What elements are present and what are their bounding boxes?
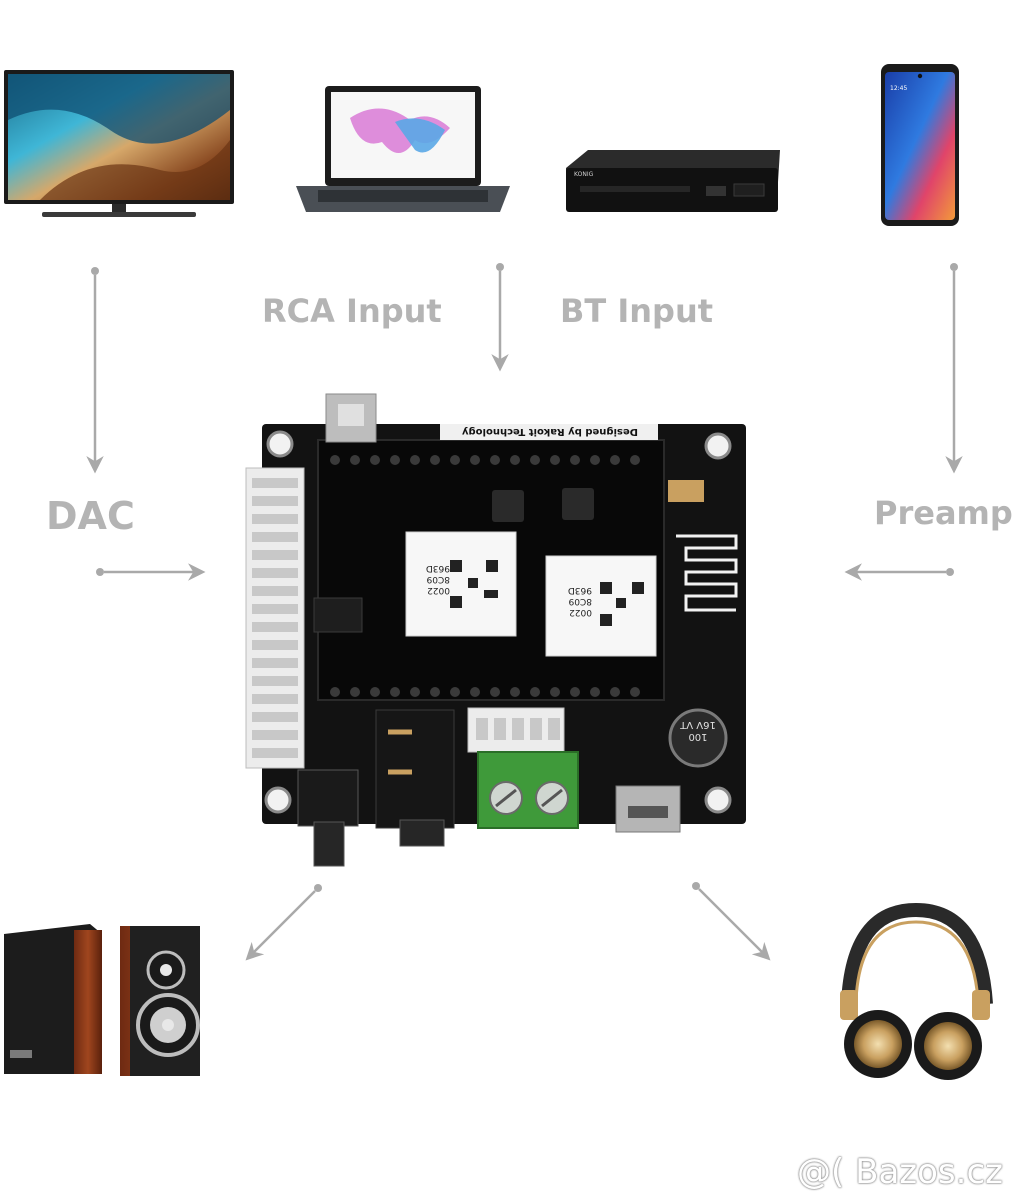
capacitor-text: 100 16V VT — [680, 719, 716, 742]
module-code-1: 0022 8C09 963D — [425, 563, 450, 595]
watermark: @( Bazos.cz — [797, 1152, 1003, 1192]
module-code-2: 0022 8C09 963D — [567, 585, 592, 617]
dvd-player-icon: KONIG — [566, 150, 780, 212]
svg-text:KONIG: KONIG — [574, 171, 594, 178]
board-header-text: Designed by Rakoit Technology — [462, 426, 638, 437]
preamp-label: Preamp — [874, 494, 1013, 532]
arrow-dac-input — [86, 267, 104, 474]
arrow-preamp-to-board — [844, 563, 954, 581]
arrow-board-to-speakers — [245, 884, 322, 961]
arrow-preamp-input — [945, 263, 963, 474]
arrow-dac-to-board — [96, 563, 206, 581]
television-icon — [4, 70, 234, 217]
arrow-board-to-headphones — [692, 882, 771, 961]
svg-text:12:45: 12:45 — [890, 85, 907, 92]
arrow-rca-input — [491, 263, 509, 372]
audio-board-icon — [245, 393, 746, 867]
bt-input-label: BT Input — [560, 292, 714, 330]
rca-input-label: RCA Input — [262, 292, 442, 330]
dac-label: DAC — [46, 494, 135, 538]
laptop-icon — [296, 86, 510, 212]
speakers-icon — [4, 924, 200, 1076]
smartphone-icon: 12:45 — [881, 64, 959, 226]
headphones-icon — [840, 902, 993, 1080]
